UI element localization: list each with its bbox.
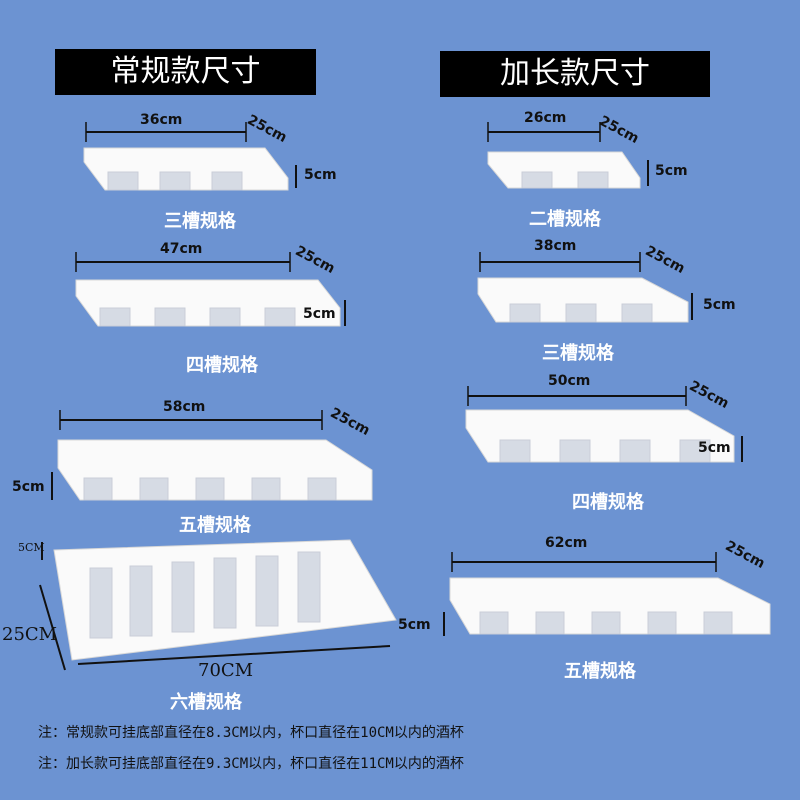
regular-3-name: 三槽规格 xyxy=(164,211,236,232)
regular-4-length: 47cm xyxy=(160,241,203,257)
extended-4-name: 四槽规格 xyxy=(572,492,644,513)
tray-extended-3 xyxy=(477,277,689,323)
regular-6-width: 25CM xyxy=(2,624,58,645)
extended-2-name: 二槽规格 xyxy=(529,209,601,230)
tray-regular-6 xyxy=(53,539,397,661)
tray-regular-3 xyxy=(83,147,289,191)
tray-regular-5 xyxy=(57,439,373,501)
extended-5-length: 62cm xyxy=(545,535,588,551)
extended-4-height: 5cm xyxy=(698,440,731,456)
regular-6-name: 六槽规格 xyxy=(170,692,242,713)
regular-5-height: 5cm xyxy=(12,479,45,495)
extended-3-height: 5cm xyxy=(703,297,736,313)
extended-3-name: 三槽规格 xyxy=(542,343,614,364)
tray-extended-5 xyxy=(449,577,771,635)
extended-3-length: 38cm xyxy=(534,238,577,254)
extended-header: 加长款尺寸 xyxy=(440,51,710,97)
regular-header: 常规款尺寸 xyxy=(55,49,316,95)
extended-4-length: 50cm xyxy=(548,373,591,389)
note-regular: 注：常规款可挂底部直径在8.3CM以内，杯口直径在10CM以内的酒杯 xyxy=(38,725,464,741)
regular-3-length: 36cm xyxy=(140,112,183,128)
regular-4-name: 四槽规格 xyxy=(186,355,258,376)
tray-regular-4 xyxy=(75,279,341,327)
regular-5-name: 五槽规格 xyxy=(179,515,251,536)
extended-5-name: 五槽规格 xyxy=(564,661,636,682)
extended-2-height: 5cm xyxy=(655,163,688,179)
regular-4-height: 5cm xyxy=(303,306,336,322)
tray-extended-4 xyxy=(465,409,735,463)
extended-2-length: 26cm xyxy=(524,110,567,126)
extended-5-height: 5cm xyxy=(398,617,431,633)
tray-extended-2 xyxy=(487,151,641,189)
regular-3-height: 5cm xyxy=(304,167,337,183)
note-extended: 注：加长款可挂底部直径在9.3CM以内，杯口直径在11CM以内的酒杯 xyxy=(38,756,464,772)
regular-6-height: 5CM xyxy=(18,541,45,554)
regular-5-length: 58cm xyxy=(163,399,206,415)
regular-6-length: 70CM xyxy=(198,660,254,681)
